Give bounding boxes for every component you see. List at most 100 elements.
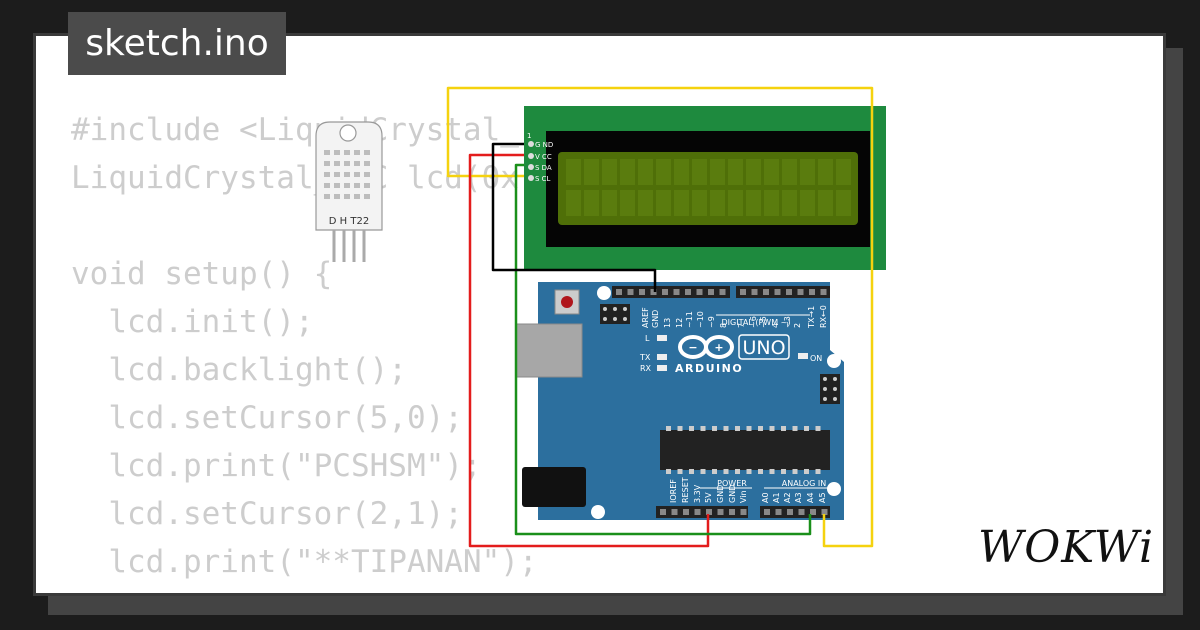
on-led — [798, 353, 808, 359]
lcd-cell — [638, 190, 653, 216]
chip-pin — [769, 426, 775, 431]
lcd-cell — [728, 190, 743, 216]
chip-pin — [815, 426, 821, 431]
wire-vcc-red — [468, 153, 710, 548]
header-pin — [809, 289, 815, 295]
icsp-pins — [603, 307, 837, 401]
reset-button-icon — [561, 296, 573, 308]
lcd-cell — [782, 159, 797, 185]
analog-pin-label: A4 — [806, 492, 815, 503]
sensor-pins — [332, 230, 366, 262]
power-label: POWER — [717, 479, 747, 488]
lcd-cell — [566, 190, 581, 216]
led-tx — [657, 354, 667, 360]
lcd-pin-label: S DA — [535, 164, 552, 172]
power-pin-label: GND — [716, 485, 725, 503]
chip-pin — [712, 469, 717, 474]
chip-pin — [815, 469, 821, 474]
lcd-cell — [602, 159, 617, 185]
header-pin — [821, 509, 828, 515]
digital-pin-label: ~10 — [696, 311, 705, 328]
wire-gnd-black — [491, 142, 657, 292]
digital-pin-label: 13 — [663, 318, 672, 328]
power-pin-label: Vin — [739, 490, 748, 503]
analog-header — [760, 506, 830, 518]
digital-pin-label: 7 — [737, 323, 746, 328]
chip-pin — [735, 426, 740, 431]
analog-pin-label: A1 — [772, 492, 781, 503]
digital-pin-label: ~9 — [707, 316, 716, 328]
lcd-character-grid — [566, 159, 851, 216]
lcd-cell — [710, 190, 725, 216]
sensor-grille — [324, 150, 370, 199]
mount-hole — [827, 482, 841, 496]
chip-pin — [758, 426, 763, 431]
chip-pin — [769, 469, 775, 474]
chip-pin — [689, 426, 694, 431]
header-pin — [763, 289, 769, 295]
arduino-logo: − + — [678, 335, 734, 359]
header-pin — [694, 509, 701, 515]
chip-pin — [746, 469, 752, 474]
wires — [446, 86, 874, 548]
wokwi-logo: WOKWi — [978, 522, 1155, 573]
analog-pin-label: A0 — [761, 492, 770, 503]
header-pin — [662, 289, 668, 295]
digital-pin-label: 12 — [675, 318, 684, 328]
digital-pin-label: 4 — [771, 323, 780, 328]
chip-pin — [712, 426, 717, 431]
mount-hole — [597, 286, 611, 300]
digital-pin-label: RX←0 — [819, 305, 828, 328]
brand-label: ARDUINO — [675, 362, 743, 375]
header-pin — [671, 509, 678, 515]
sensor-hole-icon — [339, 124, 357, 142]
lcd-cell — [656, 190, 671, 216]
chip-pin — [677, 469, 683, 474]
lcd-cell — [566, 159, 581, 185]
header-pin — [616, 289, 622, 295]
code-line: lcd.print("**TIPANAN"); — [71, 544, 538, 580]
lcd-cell — [692, 190, 707, 216]
header-pin — [708, 289, 714, 295]
lcd-cell — [800, 190, 815, 216]
wire-scl-yellow — [446, 86, 874, 548]
header-pin — [719, 289, 726, 295]
lcd-pin-label: V CC — [535, 153, 552, 161]
chip-pin — [723, 469, 729, 474]
chip-pin — [700, 469, 706, 474]
power-pin-label: GND — [728, 485, 737, 503]
digital-label: DIGITAL (PWM ~) — [722, 318, 791, 327]
lcd-pin-label: S CL — [535, 175, 551, 183]
header-pin — [810, 509, 816, 515]
file-tab[interactable]: sketch.ino — [68, 12, 286, 75]
icsp-header — [600, 304, 840, 404]
svg-text:−: − — [688, 341, 697, 354]
digital-pin-label: 8 — [719, 323, 728, 328]
header-pin — [740, 289, 746, 295]
power-header — [656, 506, 748, 518]
usb-port — [515, 323, 583, 378]
lcd-cell — [782, 190, 797, 216]
header-pin — [685, 289, 691, 295]
dht22-sensor[interactable]: D H T22 — [315, 121, 383, 262]
digital-pin-label: ~5 — [759, 316, 768, 328]
lcd-module[interactable]: 1 G ND V CC S DA S CL — [524, 106, 886, 270]
power-pin-label: 3.3V — [693, 484, 702, 503]
led-rx — [657, 365, 667, 371]
header-pin — [798, 509, 805, 515]
header-pin — [764, 509, 770, 515]
code-line: lcd.setCursor(2,1); — [71, 496, 463, 532]
header-pin — [650, 289, 657, 295]
analog-label: ANALOG IN — [782, 479, 827, 488]
analog-pin-label: A3 — [794, 492, 803, 503]
lcd-pin-index: 1 — [527, 132, 531, 140]
digital-pin-label: AREF — [641, 307, 650, 328]
lcd-cell — [620, 190, 635, 216]
chip-pin — [689, 469, 694, 474]
code-line: lcd.backlight(); — [71, 352, 407, 388]
lcd-cell — [728, 159, 743, 185]
digital-pin-label: GND — [651, 310, 660, 328]
power-pin-label: RESET — [681, 477, 690, 503]
